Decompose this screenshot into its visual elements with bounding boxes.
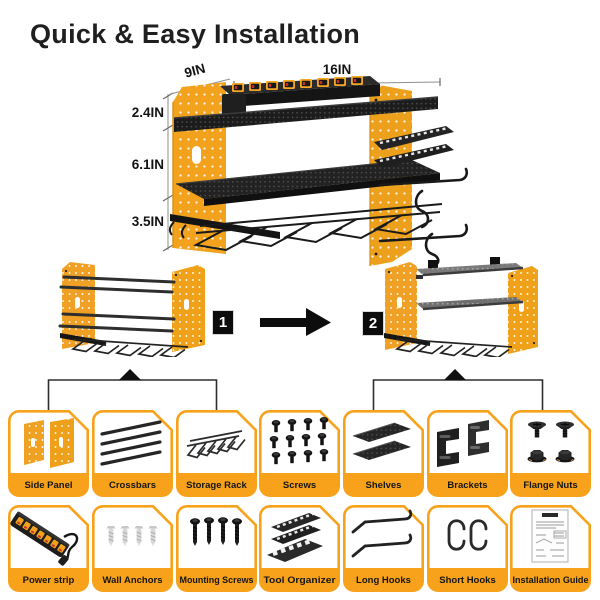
- part-label: Side Panel: [24, 480, 72, 491]
- part-card-side-panel: Side Panel: [8, 410, 89, 497]
- step2-shelves: [416, 257, 524, 311]
- part-label: Flange Nuts: [523, 480, 577, 491]
- step1-crossbars: [58, 275, 176, 333]
- step-1-badge: 1: [212, 310, 234, 335]
- card-graphic: Crossbars: [92, 410, 173, 497]
- part-label: Installation Guide: [513, 575, 589, 586]
- card-graphic: Flange Nuts: [510, 410, 591, 497]
- card-label-band: [9, 473, 88, 496]
- part-label: Short Hooks: [439, 575, 495, 586]
- part-card-screws: Screws: [259, 410, 340, 497]
- part-card-short-hooks: Short Hooks: [427, 505, 508, 592]
- step1-wire-rack: [60, 333, 189, 357]
- step-2-badge: 2: [362, 311, 384, 336]
- page-title: Quick & Easy Installation: [30, 19, 361, 49]
- card-graphic: Wall Anchors: [92, 505, 173, 592]
- card-graphic: Short Hooks: [427, 505, 508, 592]
- card-graphic: Shelves: [343, 410, 424, 497]
- part-label: Shelves: [366, 480, 402, 491]
- part-card-wall-anchors: Wall Anchors: [92, 505, 173, 592]
- tool-organizer-icon: [267, 512, 323, 562]
- wire-storage-rack: [168, 203, 443, 252]
- part-label: Brackets: [447, 480, 487, 491]
- part-card-mounting-screws: Mounting Screws: [176, 505, 257, 592]
- part-label: Mounting Screws: [180, 575, 254, 586]
- part-label: Power strip: [23, 575, 75, 586]
- part-card-power-strip: Power strip: [8, 505, 89, 592]
- part-label: Screws: [283, 480, 316, 491]
- bottom-shelf: [175, 159, 440, 206]
- part-card-crossbars: Crossbars: [92, 410, 173, 497]
- dimension-width-label: 16IN: [323, 62, 352, 77]
- part-label: Storage Rack: [186, 480, 247, 491]
- card-graphic: Screws: [259, 410, 340, 497]
- short-hooks-icon: [447, 519, 488, 551]
- installation-guide-icon: [531, 509, 569, 563]
- long-hooks-icon: [351, 509, 413, 558]
- brackets-icon: [437, 420, 489, 467]
- card-graphic: Side Panel: [8, 410, 89, 497]
- card-graphic: Installation Guide: [510, 505, 591, 592]
- part-card-long-hooks: Long Hooks: [343, 505, 424, 592]
- product-hero-illustration: 9IN 16IN 2.4IN 6.1IN 3.5IN: [132, 61, 469, 267]
- part-label: Tool Organizer: [264, 575, 336, 586]
- dimension-middle-label: 6.1IN: [132, 157, 164, 172]
- card-graphic: Mounting Screws: [176, 505, 257, 592]
- step-parts-connectors: [47, 369, 544, 412]
- step2-wire-rack: [384, 333, 513, 357]
- tool-organizer-trays: [374, 126, 454, 168]
- card-graphic: Tool Organizer: [259, 505, 340, 592]
- card-graphic: Power strip: [8, 505, 89, 592]
- step2-left-panel: [385, 262, 417, 350]
- flange-nuts-icon: [527, 421, 575, 463]
- dimension-bottom-label: 3.5IN: [132, 214, 164, 229]
- part-card-shelves: Shelves: [343, 410, 424, 497]
- part-card-storage-rack: Storage Rack: [176, 410, 257, 497]
- shelves-icon: [352, 422, 411, 460]
- side-panel-icon: [24, 418, 74, 468]
- top-shelf: [173, 96, 439, 132]
- step2-right-panel: [508, 266, 538, 354]
- part-card-brackets: Brackets: [427, 410, 508, 497]
- part-label: Wall Anchors: [103, 575, 163, 586]
- storage-rack-icon: [186, 430, 246, 459]
- dimension-depth-label: 9IN: [183, 61, 207, 81]
- card-graphic: Long Hooks: [343, 505, 424, 592]
- card-graphic: Storage Rack: [176, 410, 257, 497]
- part-card-tool-organizer: Tool Organizer: [259, 505, 340, 592]
- power-strip-icon: [10, 511, 79, 566]
- part-label: Long Hooks: [356, 575, 411, 586]
- dimension-top-label: 2.4IN: [132, 105, 164, 120]
- arrow-right-icon: [260, 308, 331, 336]
- card-graphic: Brackets: [427, 410, 508, 497]
- part-card-flange-nuts: Flange Nuts: [510, 410, 591, 497]
- assembly-step-2-illustration: [384, 257, 538, 357]
- assembly-step-1-illustration: [58, 262, 205, 357]
- part-card-installation-guide: Installation Guide: [510, 505, 591, 592]
- part-label: Crossbars: [109, 480, 156, 491]
- step1-right-panel: [172, 265, 205, 352]
- crossbars-icon: [100, 420, 162, 466]
